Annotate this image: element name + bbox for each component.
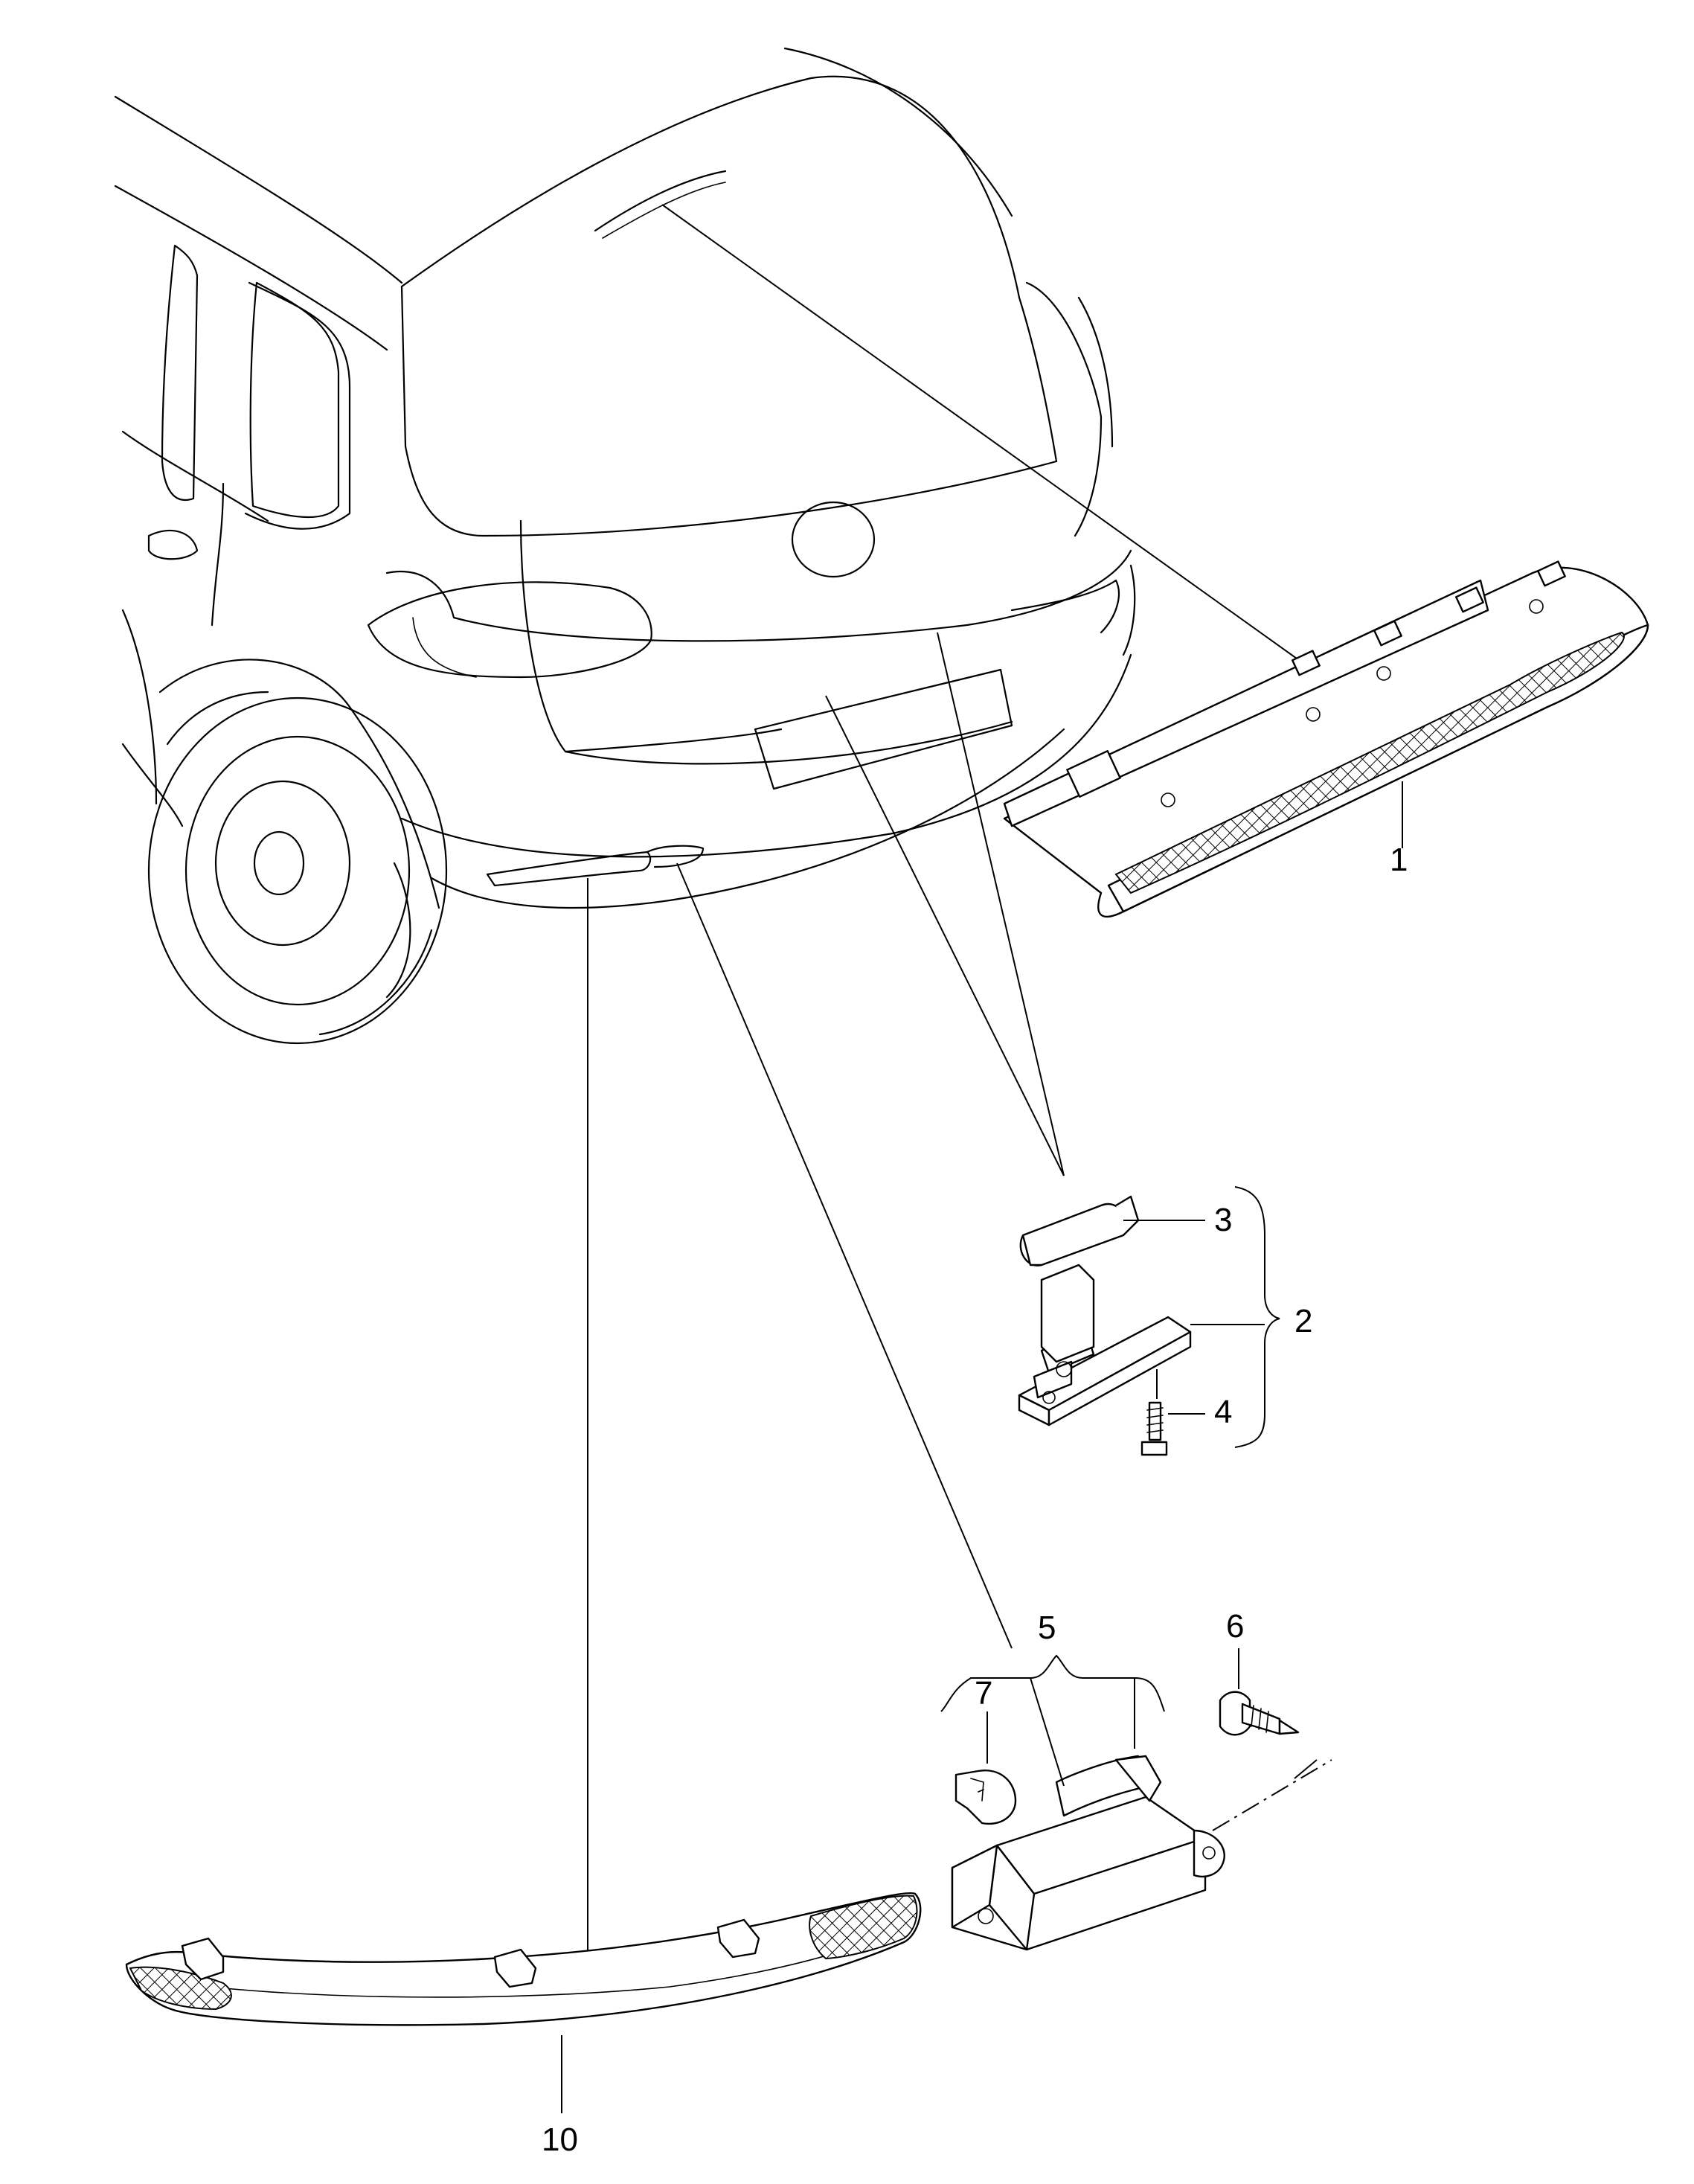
part-6-screw: 6 [1219, 1608, 1300, 1736]
callout-5: 5 [1038, 1610, 1056, 1646]
callout-3: 3 [1214, 1202, 1232, 1238]
callout-2: 2 [1294, 1303, 1312, 1339]
part-5-lamp-housing: 5 [940, 1610, 1332, 1951]
part-7-bulb: 7 [955, 1675, 1017, 1825]
part-2-licence-plate-light-housing: 2 [1018, 1264, 1312, 1426]
vehicle-rear-outline [114, 47, 1136, 1045]
callout-1: 1 [1390, 842, 1408, 878]
bracket-2 [1234, 1186, 1280, 1448]
part-10-reflector: 10 [125, 1892, 922, 2158]
leader-lines [587, 204, 1303, 1964]
part-4-screw: 4 [1140, 1369, 1232, 1456]
callout-4: 4 [1214, 1394, 1232, 1430]
callout-10: 10 [542, 2121, 578, 2158]
callout-6: 6 [1226, 1608, 1244, 1645]
part-1-high-mount-brake-light: 1 [1003, 560, 1649, 918]
part-3-festoon-bulb: 3 [1019, 1195, 1232, 1266]
callout-7: 7 [975, 1675, 992, 1711]
